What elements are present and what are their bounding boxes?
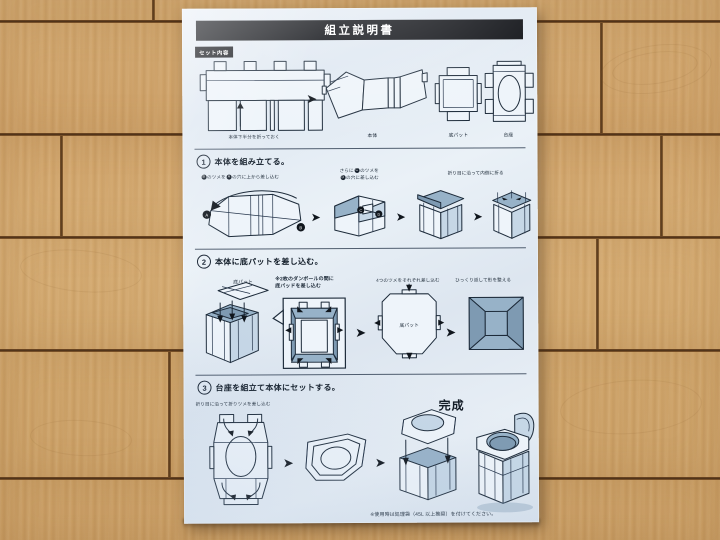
section-divider <box>194 147 526 150</box>
illustration-step2-panel1 <box>200 280 274 366</box>
part-label-pedestal: 台座 <box>503 133 514 139</box>
section-divider <box>195 373 527 376</box>
illustration-part-body <box>321 64 428 126</box>
set-contents-caption: 本体下半分を折っておく <box>228 134 280 140</box>
illustration-step3-panel1 <box>204 412 278 506</box>
arrow-icon: ➤ <box>355 324 367 341</box>
illustration-step2-panel3 <box>374 283 445 362</box>
floor-plank-joint <box>660 136 663 236</box>
step-1-caption-right: 折り目に沿って内側に折る <box>447 170 504 176</box>
step-2-heading: 2 本体に底パットを差し込む。 <box>196 254 323 269</box>
step-1-caption-1-mid: のツメを <box>206 174 226 180</box>
section-divider <box>194 247 526 250</box>
sheet-title-banner: 組立説明書 <box>195 19 524 41</box>
step-1-caption-2-prefix: さらに <box>339 168 354 174</box>
arrow-icon: ➤ <box>310 210 321 225</box>
step-1-caption-2-suffix: の穴に差し込む <box>345 174 379 180</box>
arrow-icon: ➤ <box>472 209 483 224</box>
arrow-icon: ➤ <box>445 324 457 340</box>
floor-plank-joint <box>600 23 603 133</box>
paper-drop-shadow <box>183 519 540 528</box>
svg-text:C: C <box>359 209 362 213</box>
arrow-icon: ➤ <box>306 91 318 107</box>
part-label-body: 本体 <box>367 133 378 139</box>
floor-plank-joint <box>60 136 63 236</box>
illustration-step1-panel4 <box>490 188 534 242</box>
illustration-finished-product <box>471 407 537 513</box>
illustration-step3-panel3 <box>394 406 462 506</box>
step-1-caption-2-mid: のツメを <box>360 167 379 174</box>
step-1-caption-1-suffix: の穴に上から差し込む <box>232 174 280 180</box>
svg-text:B: B <box>299 225 302 230</box>
floor-plank-joint <box>168 352 171 477</box>
floor-plank-joint <box>152 0 155 20</box>
illustration-part-bottom-pad <box>434 65 482 123</box>
step-2-panel3-label: 底パット <box>399 323 420 329</box>
arrow-icon: ➤ <box>395 209 406 224</box>
step-3-heading: 3 台座を組立て本体にセットする。 <box>197 380 341 395</box>
svg-text:A: A <box>205 213 208 218</box>
illustration-part-pedestal <box>484 60 534 125</box>
illustration-step1-panel2: C D <box>329 192 391 242</box>
mark-a-badge: A <box>226 174 232 181</box>
illustration-step1-panel1: A B <box>199 190 307 242</box>
floor-plank-joint <box>596 239 599 349</box>
footnote: ※使用時は処理袋（45L 以上推奨）を付けてください。 <box>370 511 497 518</box>
instruction-sheet: 組立説明書 セット内容 <box>181 7 540 524</box>
step-number-3: 3 <box>197 380 212 395</box>
part-label-bottom-pad: 底パット <box>448 133 469 139</box>
illustration-flat-blank <box>199 56 331 135</box>
svg-text:D: D <box>377 213 380 217</box>
arrow-icon: ➤ <box>282 455 294 471</box>
illustration-step3-panel2 <box>304 432 368 484</box>
step-2-caption-4: ひっくり返して形を整える <box>455 277 512 283</box>
step-2-title: 本体に底パットを差し込む。 <box>214 256 323 267</box>
step-number-1: 1 <box>196 154 211 169</box>
step-3-caption-left: 折り目に沿って折りツメを差し込む <box>195 401 271 407</box>
step-1-title: 本体を組み立てる。 <box>214 156 290 167</box>
step-2-caption-3: 4つのツメをそれぞれ差し込む <box>376 277 440 283</box>
illustration-step1-panel3 <box>414 189 468 243</box>
step-2-callout-caption: ※2枚のダンボールの間に 底パッドを差し込む <box>275 276 334 290</box>
sheet-title: 組立説明書 <box>324 24 395 38</box>
step-1-heading: 1 本体を組み立てる。 <box>196 154 290 169</box>
step-3-title: 台座を組立て本体にセットする。 <box>215 382 341 393</box>
illustration-step2-panel2 <box>272 296 349 370</box>
illustration-step2-panel4 <box>467 293 525 353</box>
step-number-2: 2 <box>196 254 212 269</box>
arrow-icon: ➤ <box>374 454 386 470</box>
